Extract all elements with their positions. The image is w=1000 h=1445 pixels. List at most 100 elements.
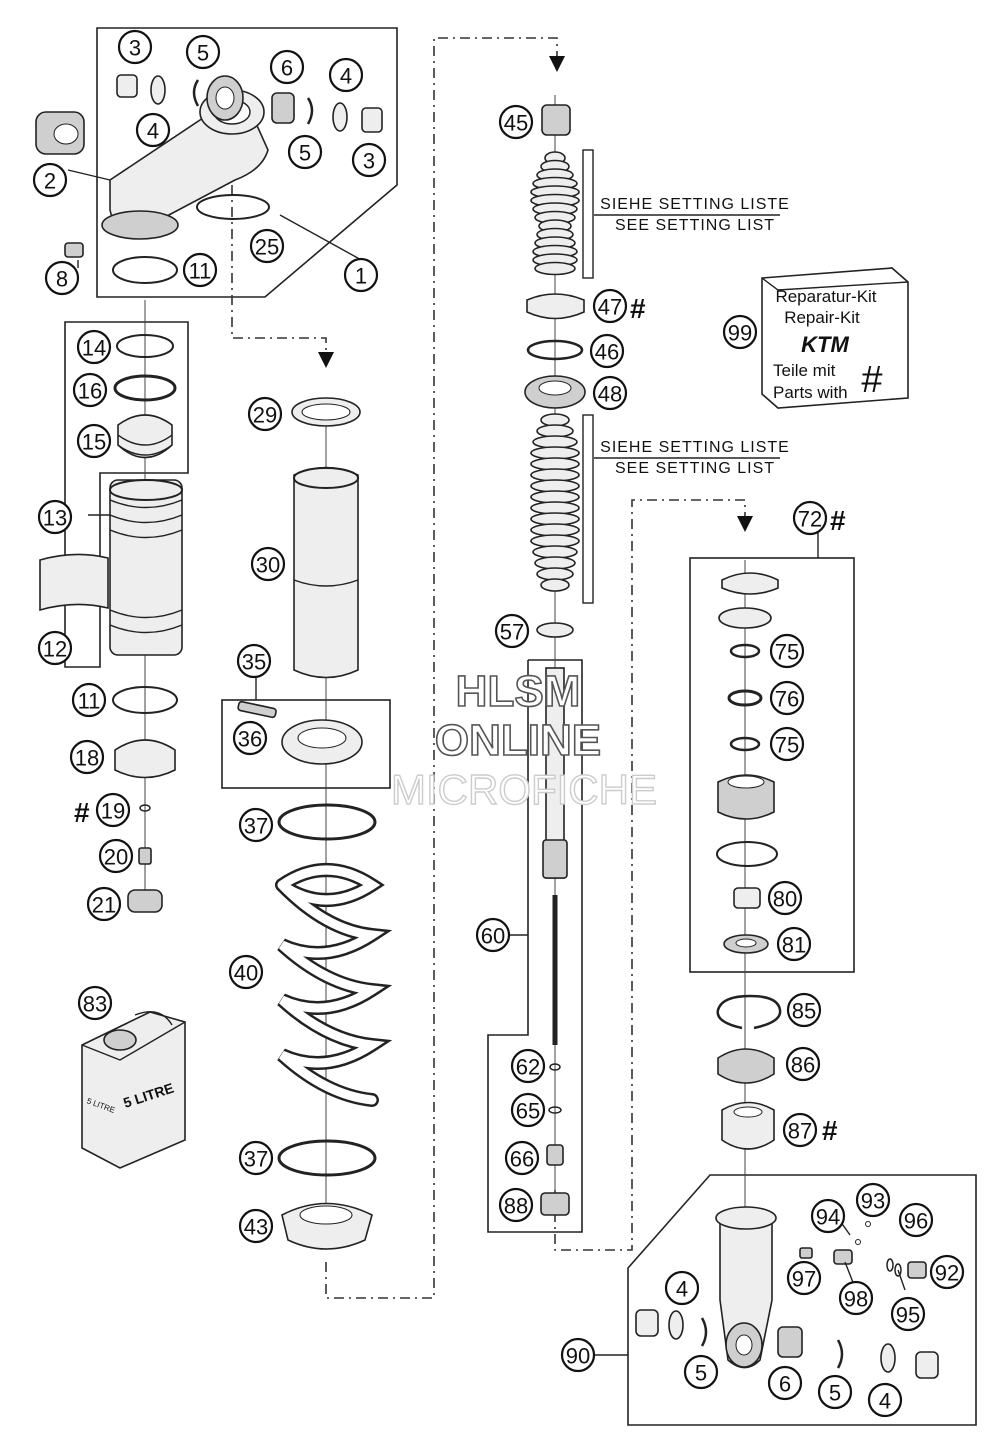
callout-6: 6 — [269, 49, 305, 85]
callout-66: 66 — [504, 1140, 540, 1176]
callout-5: 5 — [185, 34, 221, 70]
seal-head — [717, 774, 775, 820]
callout-3: 3 — [351, 142, 387, 178]
callout-4: 4 — [664, 1270, 700, 1306]
ktm-logo: KTM — [801, 332, 849, 357]
callout-circle — [817, 1374, 853, 1410]
callout-circle — [782, 1112, 818, 1148]
reservoir-13 — [109, 479, 183, 656]
callout-37: 37 — [238, 807, 274, 843]
ring-16 — [113, 374, 177, 402]
callout-83: 83 — [77, 985, 113, 1021]
callout-number: 48 — [598, 382, 622, 407]
callout-48: 48 — [592, 375, 628, 411]
callout-circle — [592, 288, 628, 324]
callout-number: 43 — [244, 1215, 268, 1240]
callout-circle — [236, 643, 272, 679]
nut-88 — [540, 1192, 570, 1216]
callout-number: 13 — [43, 506, 67, 531]
callout-number: 29 — [253, 403, 277, 428]
callout-16: 16 — [72, 372, 108, 408]
bump-stop-87 — [721, 1101, 775, 1150]
callout-number: 97 — [792, 1267, 816, 1292]
adjuster-ring-29 — [291, 397, 361, 427]
callout-number: 25 — [255, 235, 279, 260]
shim — [540, 578, 570, 592]
bushing-left — [116, 74, 138, 98]
callout-number: 75 — [775, 640, 799, 665]
cap-18 — [114, 739, 176, 779]
callout-12: 12 — [37, 630, 73, 666]
ring-14 — [116, 334, 174, 358]
shock-body-30 — [293, 466, 359, 679]
callout-20: 20 — [98, 838, 134, 874]
callout-circle — [890, 1296, 926, 1332]
callout-number: 88 — [504, 1194, 528, 1219]
callout-circle — [792, 500, 828, 536]
callout-number: 5 — [829, 1381, 841, 1406]
callout-circle — [76, 423, 112, 459]
washer-19 — [139, 804, 151, 812]
callout-circle — [722, 314, 758, 350]
seal-left — [150, 75, 166, 105]
callout-number: 5 — [695, 1361, 707, 1386]
o-ring-11-top — [112, 256, 178, 284]
callout-93: 93 — [855, 1182, 891, 1218]
screw — [64, 242, 84, 258]
callout-30: 30 — [250, 546, 286, 582]
cup-47 — [526, 293, 585, 320]
spring-40 — [275, 863, 393, 1107]
callout-75: 75 — [769, 726, 805, 762]
callout-circle — [786, 1260, 822, 1296]
setting-stack-bracket-2 — [582, 414, 594, 604]
callout-number: 90 — [566, 1344, 590, 1369]
callout-circle — [589, 333, 625, 369]
callout-circle — [592, 375, 628, 411]
callout-number: 5 — [299, 141, 311, 166]
o-ring-25 — [196, 194, 270, 220]
clevis-bushing-left — [635, 1309, 659, 1337]
flow-line-2 — [325, 37, 558, 1299]
callout-number: 6 — [779, 1372, 791, 1397]
shim-stack-2 — [530, 413, 580, 592]
clevis-sleeve — [777, 1326, 803, 1358]
callout-99: 99 — [722, 314, 758, 350]
clevis-90 — [715, 1206, 777, 1369]
callout-number: 20 — [104, 845, 128, 870]
valve-cap — [35, 111, 85, 155]
setting-note-1-de: SIEHE SETTING LISTE — [600, 196, 790, 213]
callout-number: 76 — [775, 687, 799, 712]
linkage-group-frame — [96, 27, 398, 298]
callout-number: 2 — [44, 169, 56, 194]
clevis-circlip-left — [700, 1317, 708, 1347]
callout-13: 13 — [37, 499, 73, 535]
callout-number: 3 — [129, 36, 141, 61]
bushing-right — [361, 107, 383, 133]
watermark-line-3: MICROFICHE — [391, 766, 657, 813]
callout-number: 14 — [82, 336, 106, 361]
callout-94: 94 — [810, 1198, 846, 1234]
o-ring-11-bottom — [112, 686, 178, 714]
callout-47: 47 — [592, 288, 628, 324]
callout-circle — [69, 739, 105, 775]
o-ring-large — [716, 841, 778, 867]
callout-number: 35 — [242, 650, 266, 675]
o-ring-96 — [886, 1258, 894, 1272]
flow-arrow-1 — [318, 352, 334, 368]
callout-circle — [238, 807, 274, 843]
oil-can-83: 5 LITRE 5 LITRE — [81, 1011, 186, 1169]
callout-46: 46 — [589, 333, 625, 369]
callout-circle — [867, 1382, 903, 1418]
callout-97: 97 — [786, 1260, 822, 1296]
callout-57: 57 — [494, 613, 530, 649]
repair-kit-title-de: Reparatur-Kit — [775, 287, 876, 306]
cap-21 — [127, 889, 163, 913]
callout-6: 6 — [767, 1365, 803, 1401]
washer-65 — [548, 1106, 562, 1114]
piston-rod-60 — [542, 667, 568, 1045]
callout-number: 72 — [798, 507, 822, 532]
callout-37: 37 — [238, 1140, 274, 1176]
repair-kit-title-en: Repair-Kit — [784, 308, 860, 327]
callout-96: 96 — [898, 1202, 934, 1238]
